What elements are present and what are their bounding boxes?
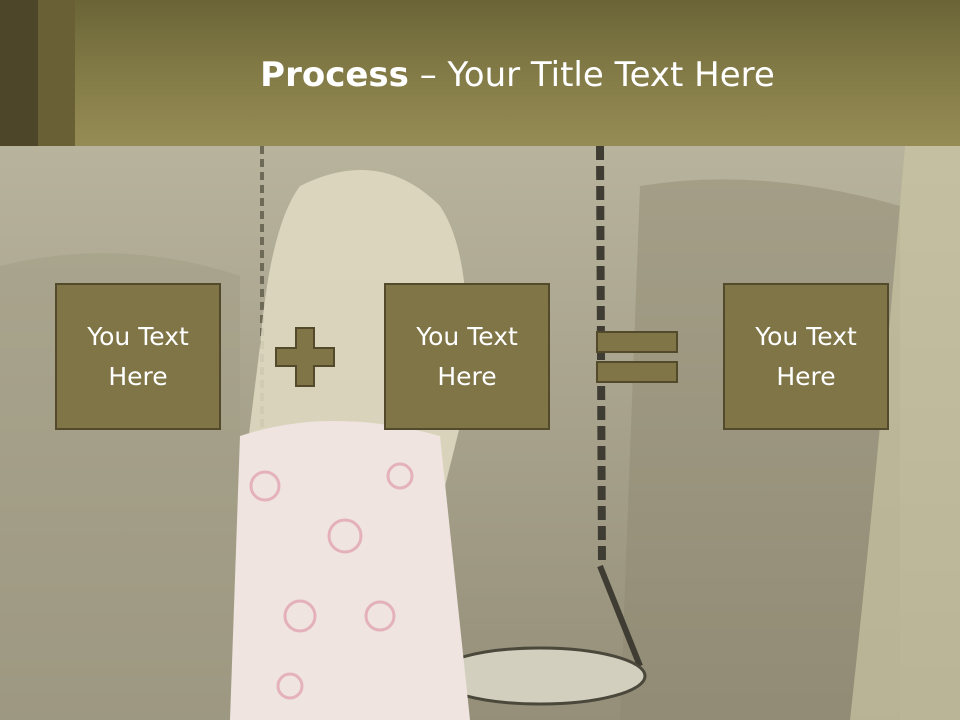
title-dash: – [408,55,448,95]
process-box-1: You Text Here [55,283,221,430]
slide-title: Process – Your Title Text Here [75,52,960,102]
process-box-2-label: You Text Here [416,321,518,391]
title-bar: Process – Your Title Text Here [0,0,960,146]
accent-stripe-light [38,0,75,146]
title-text: Your Title Text Here [447,55,775,95]
process-box-3: You Text Here [723,283,889,430]
background-photo [0,146,960,720]
plus-icon [275,327,335,387]
process-box-3-label: You Text Here [755,321,857,391]
process-box-2: You Text Here [384,283,550,430]
title-bold: Process [260,55,409,95]
process-box-1-label: You Text Here [87,321,189,391]
equals-icon [596,331,678,383]
accent-stripe-dark [0,0,38,146]
